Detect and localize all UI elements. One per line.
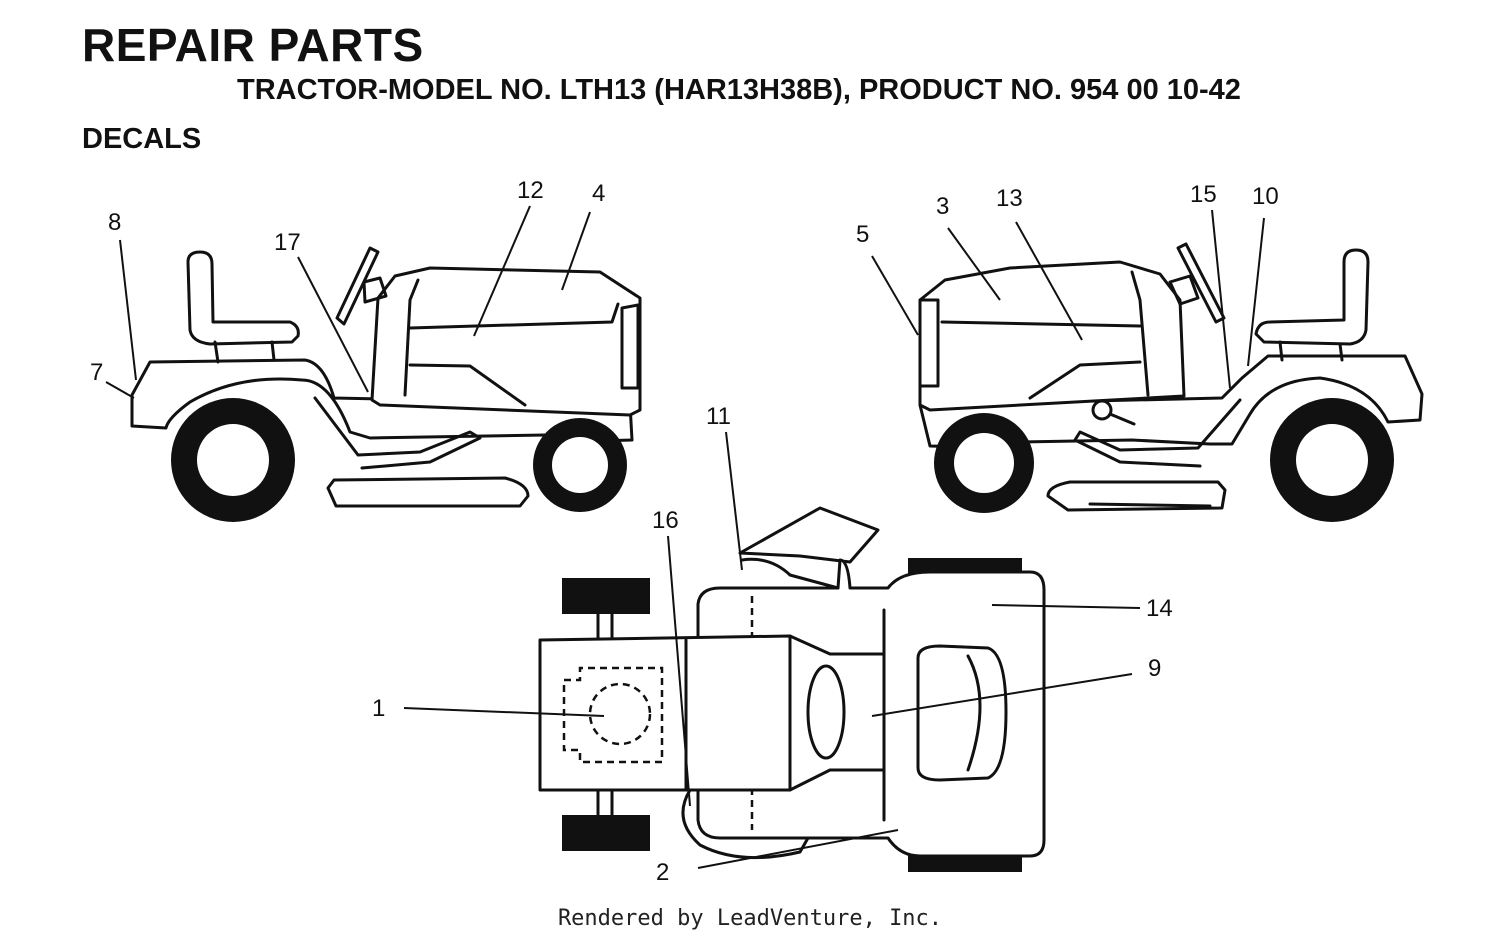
callout-16: 16 [652, 507, 679, 534]
callout-15: 15 [1190, 181, 1217, 208]
callout-7: 7 [90, 359, 103, 386]
callout-numbers: 1 2 3 4 5 7 8 9 10 11 12 13 14 15 16 17 [90, 177, 1279, 886]
callout-9: 9 [1148, 655, 1161, 682]
callout-2: 2 [656, 859, 669, 886]
callout-3: 3 [936, 193, 949, 220]
callout-4: 4 [592, 180, 605, 207]
callout-5: 5 [856, 221, 869, 248]
page-title: REPAIR PARTS [82, 19, 424, 71]
callout-14: 14 [1146, 595, 1173, 622]
footer-credit: Rendered by LeadVenture, Inc. [557, 906, 943, 931]
callout-13: 13 [996, 185, 1023, 212]
model-subtitle: TRACTOR-MODEL NO. LTH13 (HAR13H38B), PRO… [237, 74, 1241, 106]
callout-8: 8 [108, 209, 121, 236]
callout-10: 10 [1252, 183, 1279, 210]
section-heading: DECALS [82, 123, 202, 155]
callout-11: 11 [706, 403, 731, 430]
callout-17: 17 [274, 229, 301, 256]
tractor-right-side-view [918, 242, 1424, 522]
tractor-left-side-view [130, 246, 642, 522]
callout-12: 12 [517, 177, 544, 204]
leader-lines [105, 205, 1265, 869]
callout-1: 1 [372, 695, 385, 722]
tractor-top-view [538, 506, 1046, 872]
